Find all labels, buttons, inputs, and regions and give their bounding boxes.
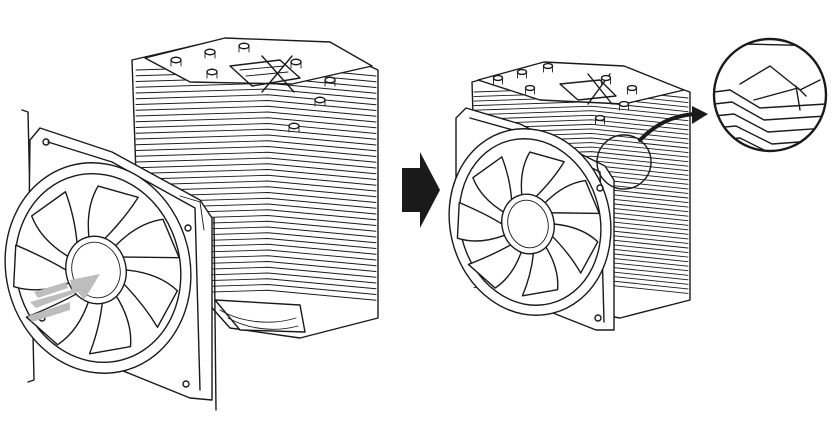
logo-plate bbox=[229, 59, 301, 87]
fan-blade bbox=[520, 151, 565, 200]
clip-wire bbox=[739, 65, 821, 91]
magnify-callout-arrow-icon bbox=[638, 106, 708, 142]
heatpipe-cap bbox=[618, 100, 630, 108]
fan-blade bbox=[87, 185, 139, 242]
fan-blade bbox=[88, 292, 132, 355]
push-arrow-icon bbox=[28, 274, 100, 322]
heatpipe-cap bbox=[206, 68, 218, 76]
fin bbox=[135, 105, 377, 117]
fin bbox=[473, 114, 689, 126]
fan-screw-hole bbox=[184, 224, 192, 232]
fan-blade bbox=[467, 243, 523, 289]
heatsink-top-plate bbox=[477, 61, 685, 105]
logo-plate bbox=[559, 79, 617, 101]
fin bbox=[135, 174, 377, 186]
fan-blade bbox=[550, 223, 599, 274]
heatpipe-cap bbox=[204, 48, 216, 56]
heatpipe-cap bbox=[324, 76, 336, 84]
heatpipe-cap bbox=[288, 122, 300, 130]
heatpipe-cap bbox=[594, 114, 606, 122]
fan-blade bbox=[543, 179, 600, 215]
heatpipe-cap bbox=[314, 96, 326, 104]
fin bbox=[135, 151, 377, 163]
fin bbox=[135, 134, 377, 146]
fin bbox=[135, 157, 377, 169]
heatpipe-cap bbox=[524, 84, 536, 92]
fan-blades bbox=[456, 151, 600, 297]
fin bbox=[135, 140, 377, 152]
fan-blade bbox=[122, 269, 179, 328]
fan-screw-hole bbox=[42, 138, 50, 146]
fan-blade bbox=[25, 292, 91, 346]
fan-blade bbox=[521, 243, 559, 297]
heatpipe-caps bbox=[492, 62, 638, 125]
fan-blade bbox=[456, 201, 506, 242]
magnifier-ring bbox=[712, 37, 828, 153]
fan-hub bbox=[501, 193, 555, 255]
fin bbox=[135, 88, 377, 100]
fin bbox=[135, 146, 377, 157]
fan-left bbox=[4, 127, 213, 401]
heatpipe-cap bbox=[626, 84, 638, 92]
fan-screw-hole bbox=[182, 380, 190, 388]
fan-right bbox=[448, 107, 615, 331]
heatpipe-cap bbox=[290, 58, 302, 66]
fan-blades bbox=[12, 185, 180, 355]
fan-screw-hole bbox=[594, 314, 602, 322]
heatpipe-cap bbox=[170, 56, 182, 64]
fin bbox=[135, 123, 377, 134]
fin bbox=[473, 105, 689, 117]
fin bbox=[135, 117, 377, 129]
heatsink-top-plate bbox=[144, 37, 373, 85]
heatpipe-cap bbox=[238, 42, 250, 50]
panel-after bbox=[448, 37, 828, 331]
fin bbox=[135, 128, 377, 140]
heatpipe-cap bbox=[516, 68, 528, 76]
fin bbox=[135, 100, 377, 111]
fan-screw-hole bbox=[596, 184, 604, 192]
fin bbox=[473, 110, 689, 122]
fin bbox=[135, 163, 377, 175]
heatpipe-caps bbox=[170, 42, 336, 133]
clip-highlight-circle bbox=[596, 134, 652, 190]
fin bbox=[135, 180, 377, 192]
fin bbox=[135, 111, 377, 123]
fan-blade bbox=[114, 218, 180, 259]
x-emblem-icon bbox=[261, 55, 295, 93]
panel-before bbox=[4, 37, 379, 411]
fan-blade bbox=[472, 156, 513, 214]
clip-detail-magnifier bbox=[712, 37, 828, 153]
heatpipe-cap bbox=[492, 74, 504, 82]
fan-clip-right bbox=[213, 217, 217, 411]
fan-blade bbox=[30, 191, 79, 258]
heatpipe-cap bbox=[542, 62, 554, 70]
step-arrow-icon bbox=[402, 152, 440, 228]
fin bbox=[135, 169, 377, 180]
fin bbox=[135, 94, 377, 106]
heatpipe-cap bbox=[600, 74, 612, 82]
